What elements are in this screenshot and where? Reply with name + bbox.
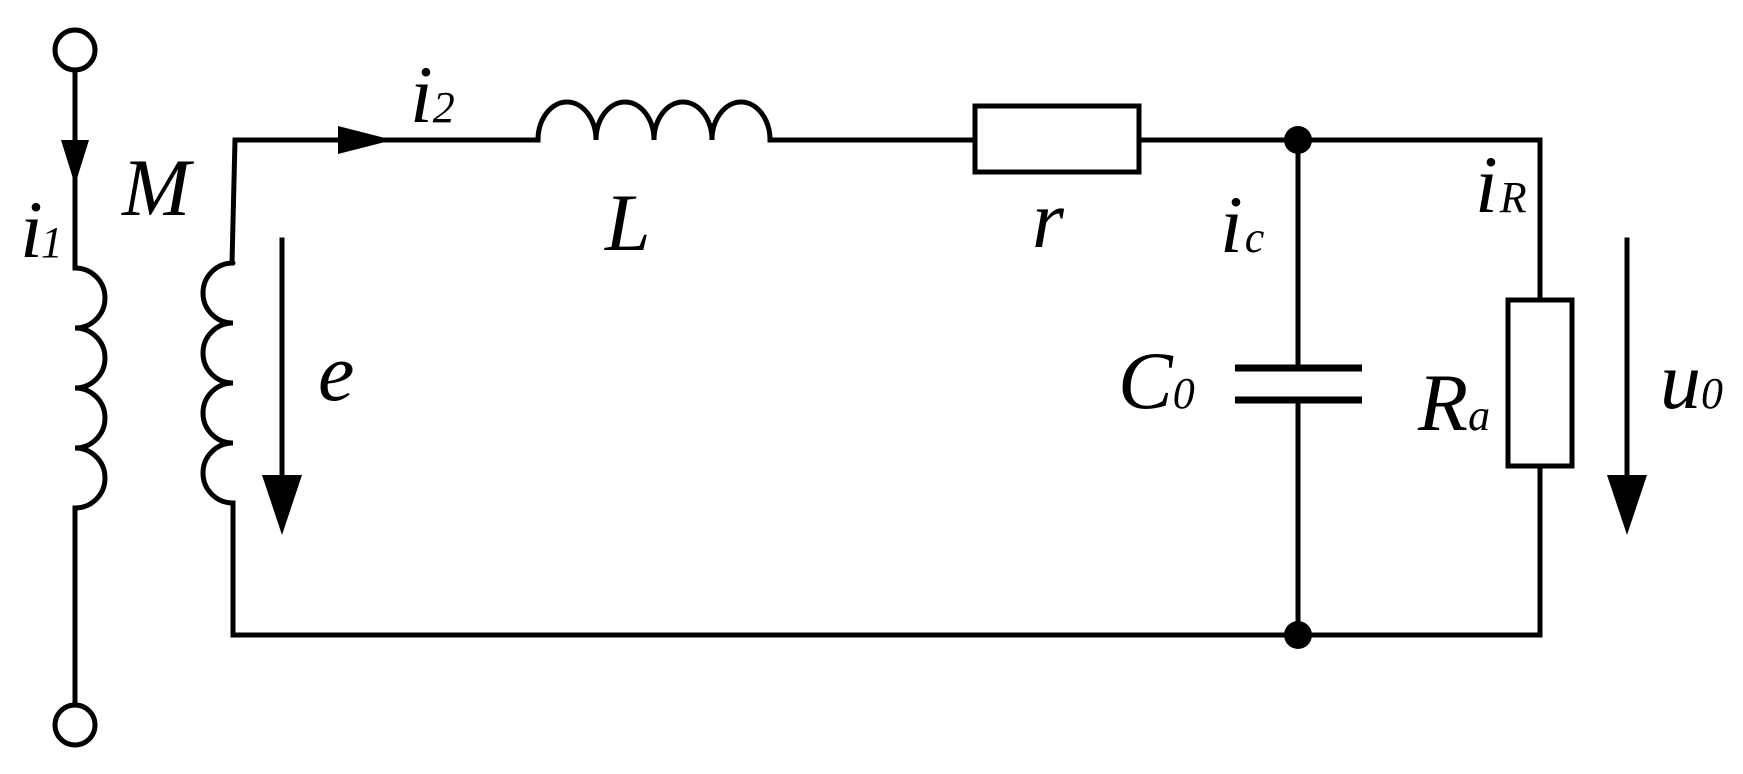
label-ic: ic [1220, 179, 1265, 270]
label-i2: i2 [410, 49, 455, 140]
current-i2-arrow [338, 126, 393, 154]
current-i1-arrow [61, 140, 89, 185]
label-iR: iR [1475, 139, 1527, 230]
label-M: M [121, 142, 195, 233]
label-e: e [318, 327, 354, 418]
secondary-coil [200, 260, 236, 506]
label-C0: C0 [1118, 335, 1195, 426]
label-r: r [1032, 174, 1065, 265]
junction-bottom [1284, 621, 1312, 649]
inductor-L [535, 99, 773, 143]
primary-coil [72, 265, 108, 511]
secondary-winding [200, 126, 1543, 638]
label-u0: u0 [1660, 335, 1723, 426]
resistor-r [972, 103, 1142, 175]
voltage-u0-arrow [1607, 237, 1647, 535]
primary-winding [52, 27, 108, 748]
resistor-Ra [1505, 297, 1575, 469]
terminal-top [52, 27, 98, 73]
label-Ra: Ra [1417, 357, 1490, 448]
label-L: L [604, 177, 651, 268]
secondary-wire-top [229, 137, 541, 266]
emf-e-arrow [262, 237, 302, 535]
junction-top [1284, 126, 1312, 154]
terminal-bottom [52, 702, 98, 748]
secondary-wire-bottom [230, 467, 1543, 638]
wire-r-to-Ra [1136, 137, 1543, 303]
label-i1: i1 [20, 184, 63, 275]
